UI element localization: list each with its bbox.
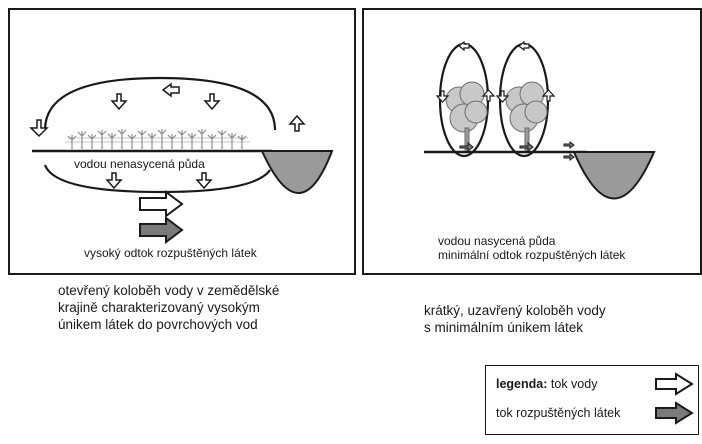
solute-flow-arrow <box>140 218 182 242</box>
down-arrow-icon <box>197 173 211 188</box>
right-diagram-panel: vodou nasycená půda minimální odtok rozp… <box>362 8 702 275</box>
legend-row-water: legenda: tok vody <box>496 377 597 391</box>
pond <box>262 151 332 193</box>
solute-arrow-icon <box>564 142 574 148</box>
down-arrow-icon <box>112 94 126 109</box>
legend-water-label: tok vody <box>551 377 598 391</box>
unsaturated-soil-label: vodou nenasycená půda <box>74 157 205 172</box>
legend: legenda: tok vody tok rozpuštěných látek <box>485 365 699 435</box>
left-caption-line: krajině charakterizovaný vysokým <box>58 299 279 316</box>
right-caption-line: krátký, uzavřený koloběh vody <box>424 302 606 319</box>
solute-arrow-icon <box>564 154 574 160</box>
minimal-outflow-label: minimální odtok rozpuštěných látek <box>438 248 625 263</box>
crops-icon <box>65 129 250 149</box>
high-outflow-label: vysoký odtok rozpuštěných látek <box>84 246 257 261</box>
left-caption-line: otevřený koloběh vody v zemědělské <box>58 282 279 299</box>
left-arrow-icon <box>163 84 179 96</box>
left-diagram-svg <box>10 10 354 273</box>
left-arrow-icon <box>519 42 529 50</box>
water-flow-legend-arrow-icon <box>654 372 694 396</box>
right-caption-line: s minimálním únikem látek <box>424 319 606 336</box>
legend-solute-label: tok rozpuštěných látek <box>496 406 620 420</box>
pond <box>574 152 654 199</box>
left-arrow-icon <box>459 42 469 50</box>
up-arrow-icon <box>290 116 304 131</box>
right-caption: krátký, uzavřený koloběh vody s minimáln… <box>424 302 606 336</box>
up-arrow-icon <box>543 90 554 101</box>
water-flow-arrow <box>140 192 182 216</box>
legend-title: legenda: <box>496 377 547 391</box>
left-diagram-panel: vodou nenasycená půda vysoký odtok rozpu… <box>8 8 356 275</box>
down-arrow-icon <box>107 173 121 188</box>
up-arrow-icon <box>483 90 494 101</box>
saturated-soil-label: vodou nasycená půda <box>438 234 555 249</box>
down-arrow-icon <box>205 94 219 109</box>
left-caption: otevřený koloběh vody v zemědělské kraji… <box>58 282 279 333</box>
solute-flow-legend-arrow-icon <box>654 400 694 426</box>
atmospheric-cycle-arc <box>45 78 275 130</box>
left-caption-line: únikem látek do povrchových vod <box>58 316 279 333</box>
